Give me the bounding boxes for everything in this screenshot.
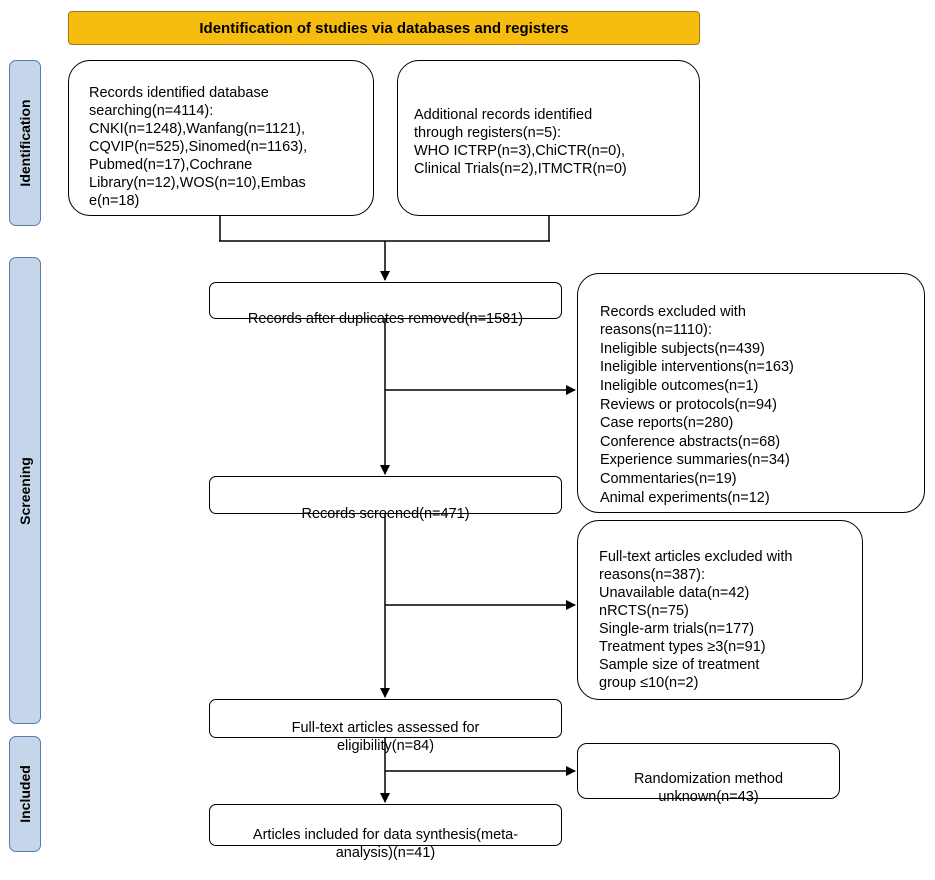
phase-identification-label: Identification <box>17 99 33 187</box>
records-screened-text: Records screened(n=471) <box>301 506 470 522</box>
additional-records-text: Additional records identified through re… <box>414 107 627 177</box>
records-identified-box: Records identified database searching(n=… <box>68 60 374 216</box>
included-box: Articles included for data synthesis(met… <box>209 804 562 861</box>
fulltext-excluded-box: Full-text articles excluded with reasons… <box>577 520 863 700</box>
randomization-unknown-text: Randomization method unknown(n=43) <box>633 771 784 805</box>
fulltext-assessed-box: Full-text articles assessed for eligibil… <box>209 699 562 754</box>
records-excluded-text: Records excluded with reasons(n=1110): I… <box>600 303 794 506</box>
fulltext-excluded-text: Full-text articles excluded with reasons… <box>599 549 793 691</box>
flow-connectors <box>219 216 576 803</box>
duplicates-removed-box: Records after duplicates removed(n=1581) <box>209 282 562 327</box>
fulltext-assessed-text: Full-text articles assessed for eligibil… <box>291 720 480 754</box>
phase-identification: Identification <box>9 60 41 226</box>
included-text: Articles included for data synthesis(met… <box>252 827 519 861</box>
phase-screening-label: Screening <box>17 456 33 525</box>
diagram-title: Identification of studies via databases … <box>199 19 569 37</box>
records-screened-box: Records screened(n=471) <box>209 476 562 522</box>
diagram-header: Identification of studies via databases … <box>68 11 700 45</box>
phase-included-label: Included <box>17 765 33 823</box>
additional-records-box: Additional records identified through re… <box>397 60 700 216</box>
randomization-unknown-box: Randomization method unknown(n=43) <box>577 743 840 805</box>
duplicates-removed-text: Records after duplicates removed(n=1581) <box>247 311 524 327</box>
phase-included: Included <box>9 736 41 852</box>
phase-screening: Screening <box>9 257 41 724</box>
records-excluded-box: Records excluded with reasons(n=1110): I… <box>577 273 925 513</box>
records-identified-text: Records identified database searching(n=… <box>89 85 308 209</box>
